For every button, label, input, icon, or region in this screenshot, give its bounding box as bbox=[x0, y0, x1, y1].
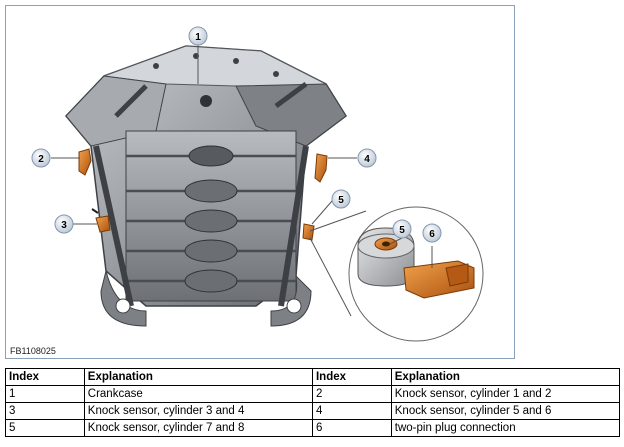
callout-5: 5 bbox=[331, 189, 351, 209]
explanation-cell: Knock sensor, cylinder 5 and 6 bbox=[390, 402, 621, 420]
engine-figure: 1 2 3 4 5 5 6 FB1108025 bbox=[5, 5, 515, 359]
index-cell: 4 bbox=[311, 402, 392, 420]
header-index: Index bbox=[311, 368, 392, 386]
index-cell: 2 bbox=[311, 385, 392, 403]
explanation-cell: Knock sensor, cylinder 7 and 8 bbox=[83, 419, 313, 437]
table-row: 1 Crankcase 2 Knock sensor, cylinder 1 a… bbox=[5, 385, 621, 403]
knock-sensor-3 bbox=[91, 208, 111, 233]
callout-6-label: 6 bbox=[429, 229, 435, 240]
knock-sensor-5 bbox=[302, 223, 315, 241]
legend-header-row: Index Explanation Index Explanation bbox=[5, 368, 621, 386]
explanation-cell: Crankcase bbox=[83, 385, 313, 403]
header-explanation: Explanation bbox=[83, 368, 313, 386]
table-row: 5 Knock sensor, cylinder 7 and 8 6 two-p… bbox=[5, 419, 621, 437]
callout-3: 3 bbox=[54, 214, 74, 234]
knock-sensor-2 bbox=[78, 148, 92, 176]
callout-5-detail-label: 5 bbox=[399, 225, 405, 236]
leader-lines bbox=[51, 45, 367, 317]
callout-4-label: 4 bbox=[364, 154, 370, 165]
callout-4: 4 bbox=[357, 148, 377, 168]
header-index: Index bbox=[5, 368, 85, 386]
callout-3-label: 3 bbox=[61, 220, 67, 231]
callout-1: 1 bbox=[188, 26, 208, 46]
knock-sensor-4 bbox=[314, 153, 328, 183]
callout-5-label: 5 bbox=[338, 195, 344, 206]
figure-id: FB1108025 bbox=[10, 346, 56, 356]
callout-1-label: 1 bbox=[195, 32, 201, 43]
engine-illustration: 1 2 3 4 5 5 6 bbox=[31, 26, 484, 342]
callout-2: 2 bbox=[31, 148, 51, 168]
callout-6: 6 bbox=[422, 223, 442, 243]
index-cell: 6 bbox=[311, 419, 392, 437]
explanation-cell: Knock sensor, cylinder 1 and 2 bbox=[390, 385, 621, 403]
index-cell: 3 bbox=[5, 402, 85, 420]
index-cell: 1 bbox=[5, 385, 85, 403]
explanation-cell: two-pin plug connection bbox=[390, 419, 621, 437]
callout-2-label: 2 bbox=[38, 154, 44, 165]
callout-5-detail: 5 bbox=[392, 219, 412, 239]
table-row: 3 Knock sensor, cylinder 3 and 4 4 Knock… bbox=[5, 402, 621, 420]
crankcase bbox=[64, 45, 348, 327]
legend-table: Index Explanation Index Explanation 1 Cr… bbox=[5, 368, 621, 437]
explanation-cell: Knock sensor, cylinder 3 and 4 bbox=[83, 402, 313, 420]
header-explanation: Explanation bbox=[390, 368, 621, 386]
detail-magnifier bbox=[348, 206, 484, 342]
index-cell: 5 bbox=[5, 419, 85, 437]
